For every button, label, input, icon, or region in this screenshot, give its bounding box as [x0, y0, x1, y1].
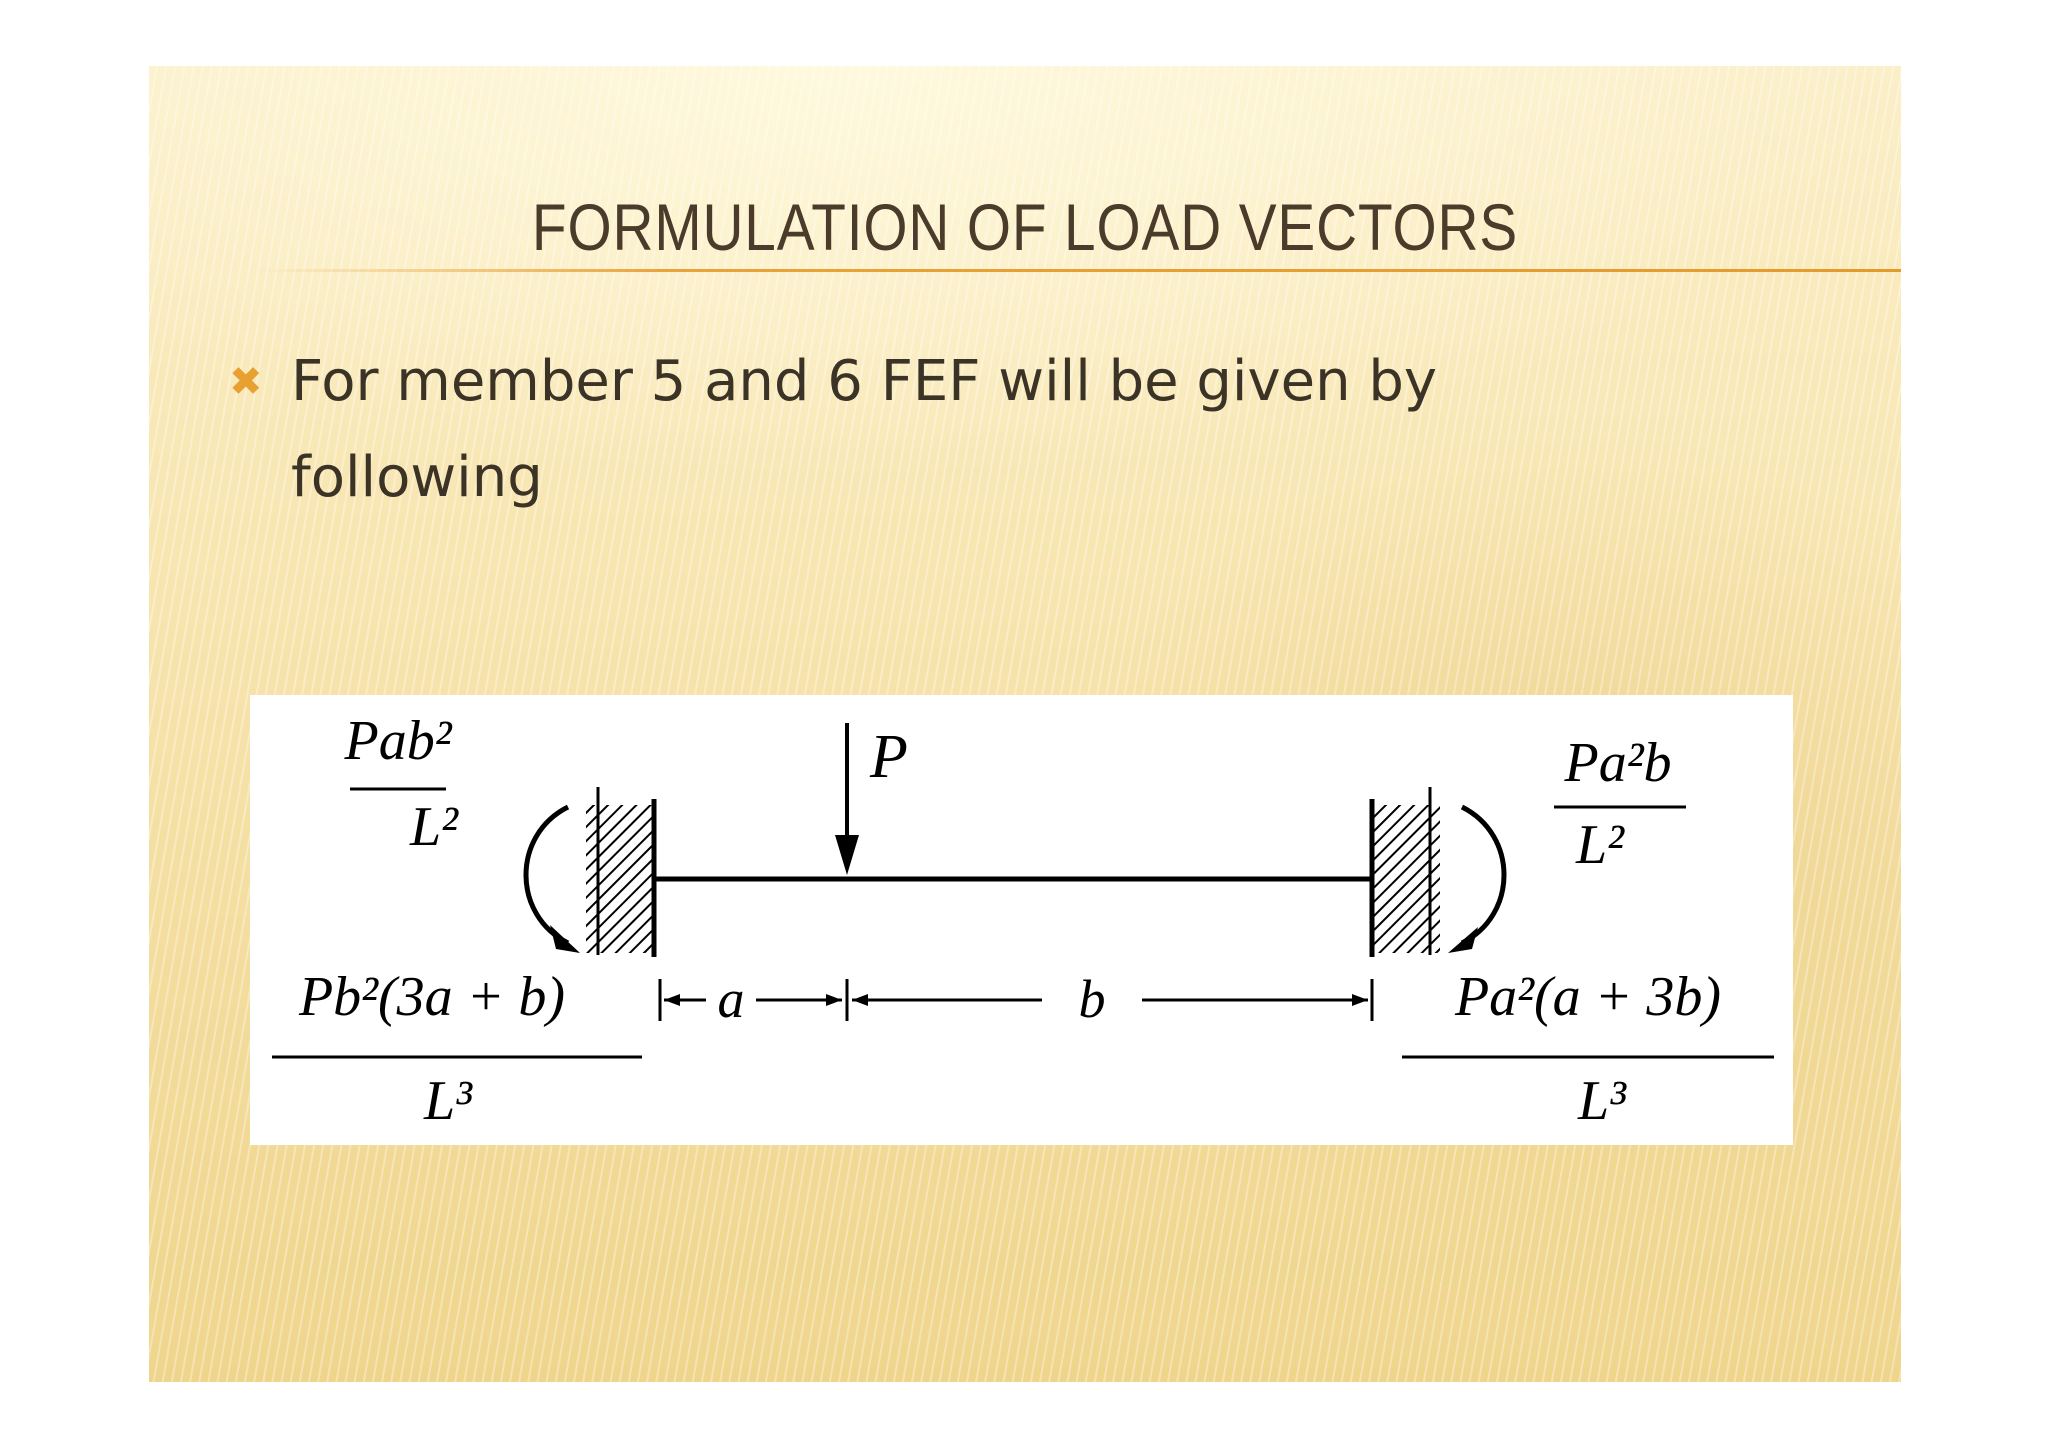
right-reaction-denominator: L³: [1577, 1070, 1627, 1132]
right-moment-numerator: Pa²b: [1564, 732, 1672, 794]
beam-svg: P Pab² L² Pa²b L²: [272, 710, 1774, 1132]
point-load-arrow: [835, 723, 859, 875]
title-underline: [254, 269, 1901, 272]
fixed-beam-diagram: P Pab² L² Pa²b L²: [250, 695, 1793, 1145]
left-moment-numerator: Pab²: [344, 710, 453, 772]
left-moment-denominator: L²: [409, 796, 459, 858]
bullet-text: For member 5 and 6 FEF will be given by …: [291, 349, 1438, 510]
slide: FORMULATION OF LOAD VECTORS ✖ For member…: [149, 66, 1901, 1382]
dimension-a-label: a: [718, 969, 745, 1029]
dimension-lines: [658, 979, 1374, 1021]
right-reaction-numerator: Pa²(a + 3b): [1454, 966, 1721, 1028]
left-wall-hatch: [586, 805, 654, 953]
load-label: P: [869, 723, 908, 791]
x-mark-icon: ✖: [229, 359, 263, 405]
left-fixed-support: [586, 787, 657, 957]
right-moment-denominator: L²: [1575, 814, 1625, 876]
right-moment-arrow: [1448, 804, 1507, 953]
right-fixed-support: [1369, 787, 1440, 957]
dimension-b-label: b: [1079, 969, 1106, 1029]
left-moment-arrow: [523, 804, 580, 953]
left-reaction-numerator: Pb²(3a + b): [298, 966, 565, 1028]
left-reaction-denominator: L³: [423, 1070, 473, 1132]
slide-title: FORMULATION OF LOAD VECTORS: [531, 190, 1519, 264]
